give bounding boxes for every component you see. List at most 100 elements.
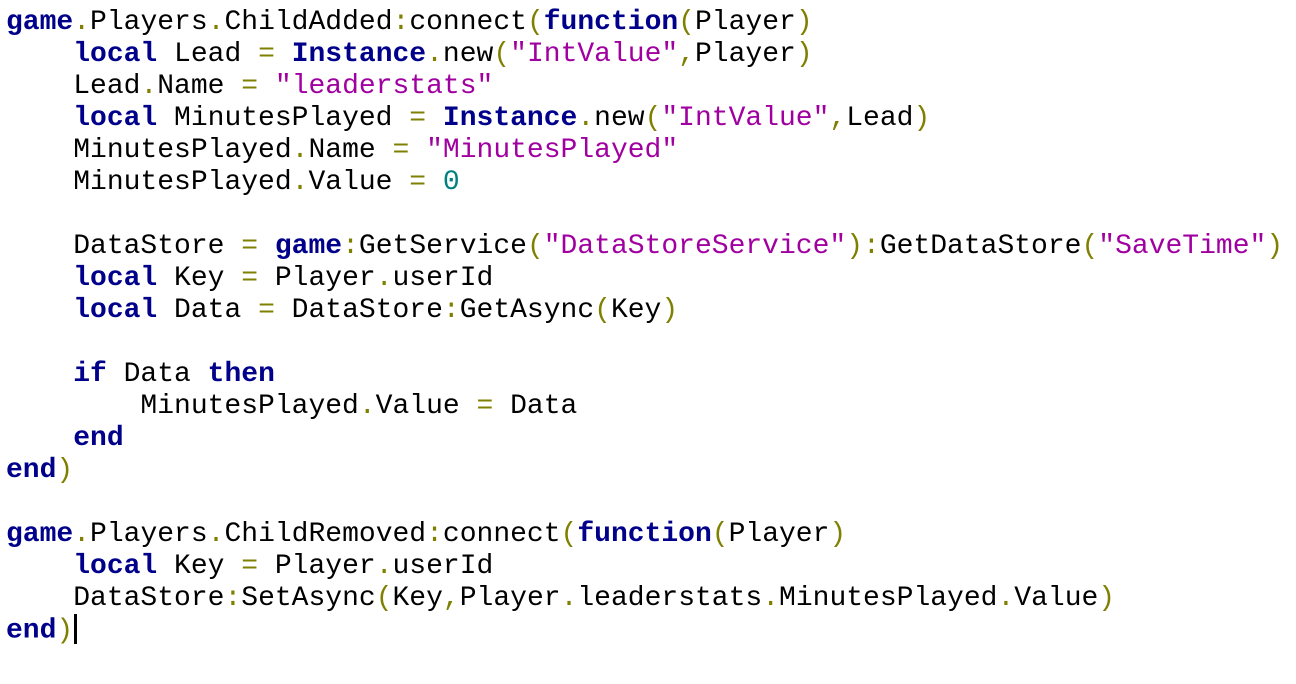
code-token: ( — [493, 39, 511, 70]
code-token — [6, 135, 73, 166]
code-token: new — [594, 103, 645, 134]
code-token: DataStore — [73, 583, 225, 614]
code-token: . — [560, 583, 578, 614]
code-token: function — [577, 519, 712, 550]
code-token: : — [342, 231, 359, 262]
code-token: ( — [526, 231, 544, 262]
code-token: Instance — [442, 103, 578, 134]
code-token: Value — [1014, 583, 1099, 614]
code-token: GetDataStore — [879, 231, 1082, 262]
code-token: Name — [157, 71, 242, 102]
code-token: = — [241, 71, 259, 102]
code-token: Lead — [73, 71, 141, 102]
code-token: end — [6, 455, 57, 486]
code-line: MinutesPlayed.Value = 0 — [6, 167, 1296, 199]
code-token — [6, 71, 73, 102]
code-token — [6, 359, 73, 390]
code-line — [6, 327, 1296, 359]
code-token: local — [73, 39, 158, 70]
code-token: , — [678, 39, 695, 70]
code-token: ( — [375, 583, 393, 614]
code-token: if — [73, 359, 107, 390]
code-token — [6, 423, 73, 454]
code-token: Player — [694, 7, 796, 38]
code-token: Name — [308, 135, 393, 166]
code-line: MinutesPlayed.Name = "MinutesPlayed" — [6, 135, 1296, 167]
code-token: = — [258, 39, 275, 70]
code-token: Lead — [846, 103, 914, 134]
code-token: ) — [795, 39, 813, 70]
code-token: local — [73, 295, 158, 326]
code-token: 0 — [442, 167, 460, 198]
code-token: . — [73, 7, 91, 38]
code-token: MinutesPlayed — [73, 167, 292, 198]
code-token: MinutesPlayed — [779, 583, 998, 614]
code-token: Key — [157, 263, 242, 294]
code-token — [6, 39, 73, 70]
code-token: ( — [678, 7, 695, 38]
code-line: DataStore = game:GetService("DataStoreSe… — [6, 231, 1296, 263]
code-token: then — [207, 359, 275, 390]
code-token: . — [762, 583, 780, 614]
code-token: , — [442, 583, 460, 614]
code-line: local Data = DataStore:GetAsync(Key) — [6, 295, 1296, 327]
code-token: ) — [846, 231, 864, 262]
code-line: local Key = Player.userId — [6, 551, 1296, 583]
code-token: ) — [661, 295, 679, 326]
code-token: ( — [526, 7, 544, 38]
code-token — [6, 167, 73, 198]
code-token — [6, 583, 73, 614]
code-token: = — [476, 391, 494, 422]
code-token: . — [207, 7, 225, 38]
code-token — [6, 231, 73, 262]
code-line: MinutesPlayed.Value = Data — [6, 391, 1296, 423]
code-token: DataStore — [73, 231, 242, 262]
text-cursor-icon — [74, 614, 78, 644]
code-token: Player — [258, 551, 376, 582]
code-token: = — [241, 231, 259, 262]
code-token: GetAsync — [459, 295, 595, 326]
code-line: Lead.Name = "leaderstats" — [6, 71, 1296, 103]
code-token: game — [6, 7, 74, 38]
code-token: : — [863, 231, 880, 262]
code-token: ) — [1266, 231, 1284, 262]
code-token: Lead — [157, 39, 259, 70]
code-token — [426, 167, 443, 198]
code-token — [6, 551, 73, 582]
code-token: . — [73, 519, 91, 550]
code-line: end) — [6, 455, 1296, 487]
code-token: end — [6, 615, 57, 647]
code-token: = — [241, 263, 259, 294]
code-token: new — [442, 39, 494, 70]
code-token: MinutesPlayed — [157, 103, 410, 134]
code-token: DataStore — [274, 295, 443, 326]
code-token: SetAsync — [241, 583, 376, 614]
code-token: Player — [459, 583, 561, 614]
code-token: . — [375, 551, 393, 582]
code-token: . — [375, 263, 393, 294]
code-token: : — [442, 295, 460, 326]
code-token: connect — [442, 519, 561, 550]
code-token: ( — [644, 103, 662, 134]
code-token — [6, 103, 73, 134]
code-line — [6, 487, 1296, 519]
code-token: Key — [610, 295, 662, 326]
code-token: . — [291, 135, 309, 166]
code-token: ( — [560, 519, 578, 550]
code-token: game — [6, 519, 74, 550]
code-token: connect — [409, 7, 527, 38]
code-token: "IntValue" — [510, 39, 679, 70]
code-token: ChildRemoved — [224, 519, 427, 550]
code-line: local Key = Player.userId — [6, 263, 1296, 295]
code-token: = — [392, 135, 410, 166]
code-token: userId — [392, 263, 494, 294]
code-token: game — [274, 231, 343, 262]
code-token — [258, 231, 275, 262]
code-token: Data — [106, 359, 208, 390]
code-token: Key — [392, 583, 443, 614]
code-token: . — [426, 39, 443, 70]
code-line: end) — [6, 614, 1296, 647]
code-token: = — [258, 295, 275, 326]
code-token: . — [358, 391, 376, 422]
